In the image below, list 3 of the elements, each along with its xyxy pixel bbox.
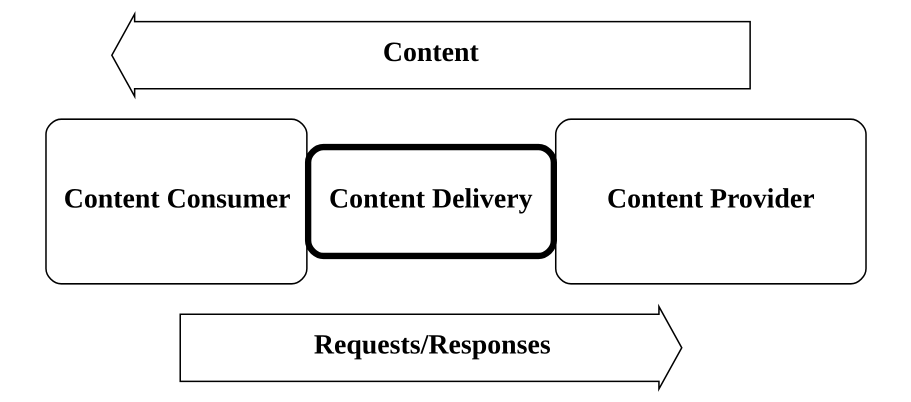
node-box: Content Provider <box>554 118 866 284</box>
node-box: Content Delivery <box>304 143 556 259</box>
node-box: Content Consumer <box>44 118 308 284</box>
